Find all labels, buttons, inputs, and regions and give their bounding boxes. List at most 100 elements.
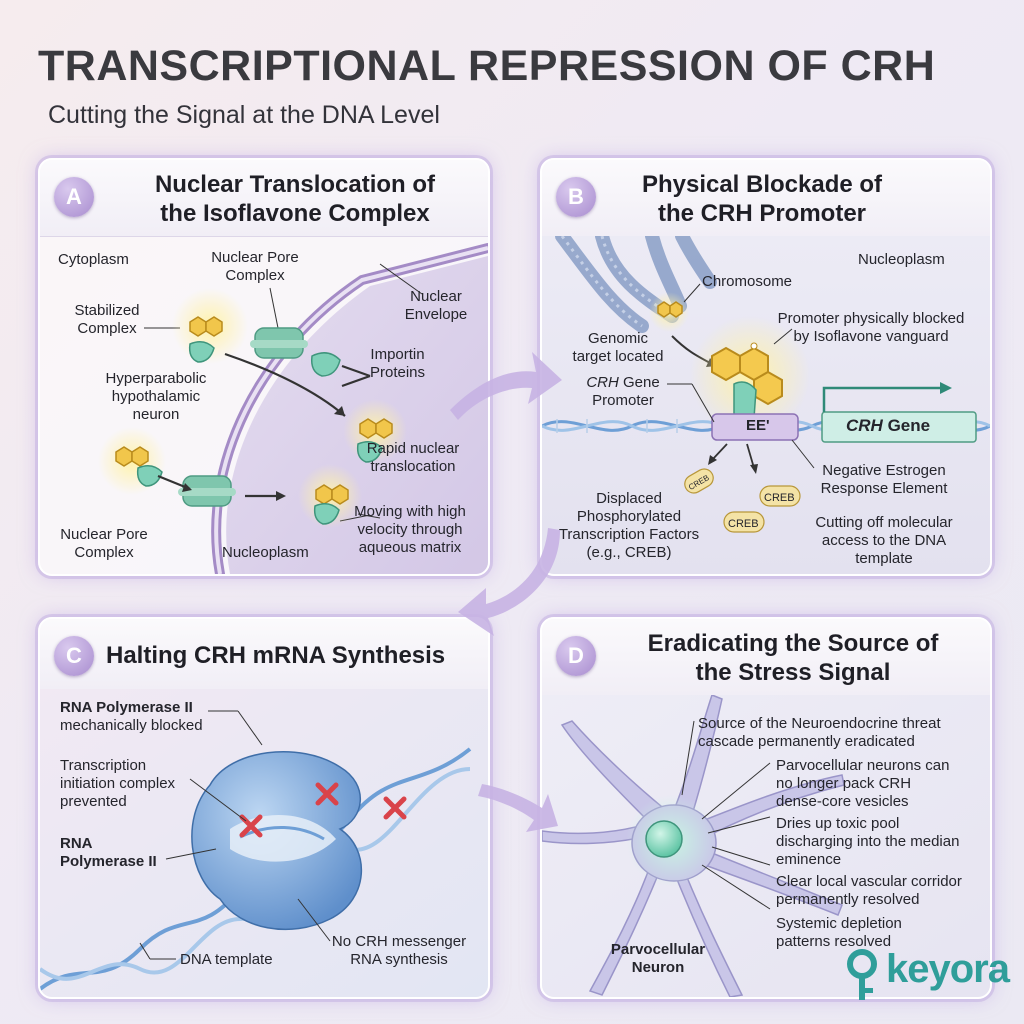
page-subtitle: Cutting the Signal at the DNA Level xyxy=(48,101,440,129)
label-displaced-line2: Phosphorylated xyxy=(576,508,682,525)
label-nuclear-pore-bottom: Nuclear Pore Complex xyxy=(48,526,160,562)
panel-b-body: Nucleoplasm Chromosome Promoter physical… xyxy=(542,236,990,574)
panel-d-title: Eradicating the Source of the Stress Sig… xyxy=(608,629,978,687)
rna-polymerase-ii xyxy=(191,750,362,931)
label-no-mrna: No CRH messenger RNA synthesis xyxy=(324,933,474,969)
label-nuclear-envelope: Nuclear Envelope xyxy=(396,288,476,324)
label-dries-toxic-pool: Dries up toxic pool discharging into the… xyxy=(776,815,959,869)
label-cutting-line3: template xyxy=(855,550,913,567)
label-importin-line2: Proteins xyxy=(369,364,426,381)
page-title: TRANSCRIPTIONAL REPRESSION OF CRH xyxy=(38,42,936,90)
panel-c-title: Halting CRH mRNA Synthesis xyxy=(106,642,446,669)
label-displaced-line4: (e.g., CREB) xyxy=(586,544,672,561)
label-pore-bottom-line2: Complex xyxy=(74,544,134,561)
label-rnapol-line1: RNA xyxy=(60,835,93,852)
panel-d-header: D Eradicating the Source of the Stress S… xyxy=(542,619,990,696)
label-clear-line1: Clear local vascular corridor xyxy=(776,873,962,890)
label-parvocellular-neuron: Parvocellular Neuron xyxy=(598,941,718,977)
label-genomic-target: Genomic target located xyxy=(558,330,678,366)
label-promoter-line2: Promoter xyxy=(592,392,654,409)
importin-protein-4 xyxy=(356,441,383,463)
panel-b-badge: B xyxy=(556,177,596,217)
label-envelope-line1: Nuclear xyxy=(410,288,462,305)
label-genomic-line1: Genomic xyxy=(587,330,649,347)
panel-b-title-line2: the CRH Promoter xyxy=(657,200,867,227)
label-moving-velocity: Moving with high velocity through aqueou… xyxy=(340,503,480,557)
panel-a-body: Cytoplasm Nuclear Pore Complex Nuclear E… xyxy=(40,236,488,574)
importin-protein-1 xyxy=(188,341,215,363)
label-systemic-line1: Systemic depletion xyxy=(776,915,902,932)
label-pore-top-line1: Nuclear Pore xyxy=(211,249,299,266)
panel-a-nuclear-translocation: A Nuclear Translocation of the Isoflavon… xyxy=(38,158,490,576)
label-cutting-line1: Cutting off molecular xyxy=(815,514,953,531)
crh-gene-label-rest: Gene xyxy=(882,416,931,435)
crh-gene-box xyxy=(821,411,977,443)
label-nucleoplasm-a: Nucleoplasm xyxy=(222,544,309,561)
panel-c-header: C Halting CRH mRNA Synthesis xyxy=(40,619,488,690)
nuclear-pore-bottom xyxy=(178,475,236,507)
label-init-line2: initiation complex xyxy=(60,775,176,792)
label-systemic-depletion: Systemic depletion patterns resolved xyxy=(776,915,902,951)
panel-d-title-line2: the Stress Signal xyxy=(695,659,891,686)
panel-d-body: Source of the Neuroendocrine threat casc… xyxy=(542,695,990,997)
panel-b-title: Physical Blockade of the CRH Promoter xyxy=(612,170,912,228)
label-pore-top-line2: Complex xyxy=(225,267,285,284)
translocation-arrow-1 xyxy=(224,352,346,417)
panel-a-badge: A xyxy=(54,177,94,217)
ere-box xyxy=(711,413,799,441)
nuclear-pore-top xyxy=(250,327,308,359)
crh-gene-label-italic: CRH xyxy=(846,416,883,435)
label-source-eradicated: Source of the Neuroendocrine threat casc… xyxy=(698,715,988,751)
panel-a-illustration xyxy=(98,243,488,574)
panel-a-header: A Nuclear Translocation of the Isoflavon… xyxy=(40,160,488,237)
label-neuron-line3: neuron xyxy=(132,406,180,423)
creb-label-2: CREB xyxy=(764,492,795,504)
label-cutting-access: Cutting off molecular access to the DNA … xyxy=(804,514,964,568)
label-polblocked-line1: RNA Polymerase II xyxy=(60,699,193,716)
label-promoter-blocked: Promoter physically blocked by Isoflavon… xyxy=(754,310,988,346)
label-parvo-line2: no longer pack CRH xyxy=(776,775,912,792)
isoflavone-molecule-3 xyxy=(359,418,377,439)
label-neuron-line1: Hyperparabolic xyxy=(105,370,207,387)
label-cytoplasm: Cytoplasm xyxy=(58,251,129,268)
label-initiation-prevented: Transcription initiation complex prevent… xyxy=(60,757,175,811)
label-clear-line2: permanently resolved xyxy=(776,891,920,908)
label-pore-bottom-line1: Nuclear Pore xyxy=(60,526,148,543)
label-displaced-line1: Displaced xyxy=(596,490,662,507)
label-moving-line3: aqueous matrix xyxy=(358,539,462,556)
panel-d-badge: D xyxy=(556,636,596,676)
label-rapid-line2: translocation xyxy=(370,458,456,475)
label-rapid-translocation: Rapid nuclear translocation xyxy=(358,440,468,476)
label-importin-line1: Importin xyxy=(370,346,425,363)
panel-b-header: B Physical Blockade of the CRH Promoter xyxy=(542,160,990,237)
label-blocked-line2: by Isoflavone vanguard xyxy=(793,328,949,345)
keyora-logo-text: keyora xyxy=(886,947,1010,991)
creb-pill-1 xyxy=(684,468,714,494)
label-polymerase-blocked: RNA Polymerase II mechanically blocked xyxy=(60,699,203,735)
label-polblocked-line2: mechanically blocked xyxy=(60,717,203,734)
label-chromosome: Chromosome xyxy=(702,273,793,290)
ere-box-label: EE' xyxy=(746,417,770,434)
label-rapid-line1: Rapid nuclear xyxy=(366,440,460,457)
panel-d-eradicating-source: D Eradicating the Source of the Stress S… xyxy=(540,617,992,999)
label-hypothalamic-neuron: Hyperparabolic hypothalamic neuron xyxy=(96,370,216,424)
label-dries-line2: discharging into the median xyxy=(776,833,960,850)
panel-c-badge: C xyxy=(54,636,94,676)
label-init-line3: prevented xyxy=(60,793,127,810)
panel-a-title-line1: Nuclear Translocation of xyxy=(154,171,436,198)
label-negative-ere: Negative Estrogen Response Element xyxy=(804,462,964,498)
panel-c-illustration xyxy=(40,689,488,997)
label-displaced-factors: Displaced Phosphorylated Transcription F… xyxy=(552,490,706,562)
creb-label-3: CREB xyxy=(728,518,759,530)
label-nomrna-line2: RNA synthesis xyxy=(350,951,448,968)
label-pneuron-line2: Neuron xyxy=(631,959,685,976)
label-dna-template: DNA template xyxy=(180,951,273,968)
label-dries-line3: eminence xyxy=(776,851,842,868)
label-parvo-line3: dense-core vesicles xyxy=(776,793,909,810)
creb-pill-3 xyxy=(723,511,765,533)
label-stabilized-line1: Stabilized xyxy=(74,302,140,319)
label-source-line2: cascade permanently eradicated xyxy=(698,733,915,750)
label-envelope-line2: Envelope xyxy=(404,306,468,323)
label-moving-line1: Moving with high xyxy=(354,503,466,520)
panel-c-halting-mrna: C Halting CRH mRNA Synthesis xyxy=(38,617,490,999)
